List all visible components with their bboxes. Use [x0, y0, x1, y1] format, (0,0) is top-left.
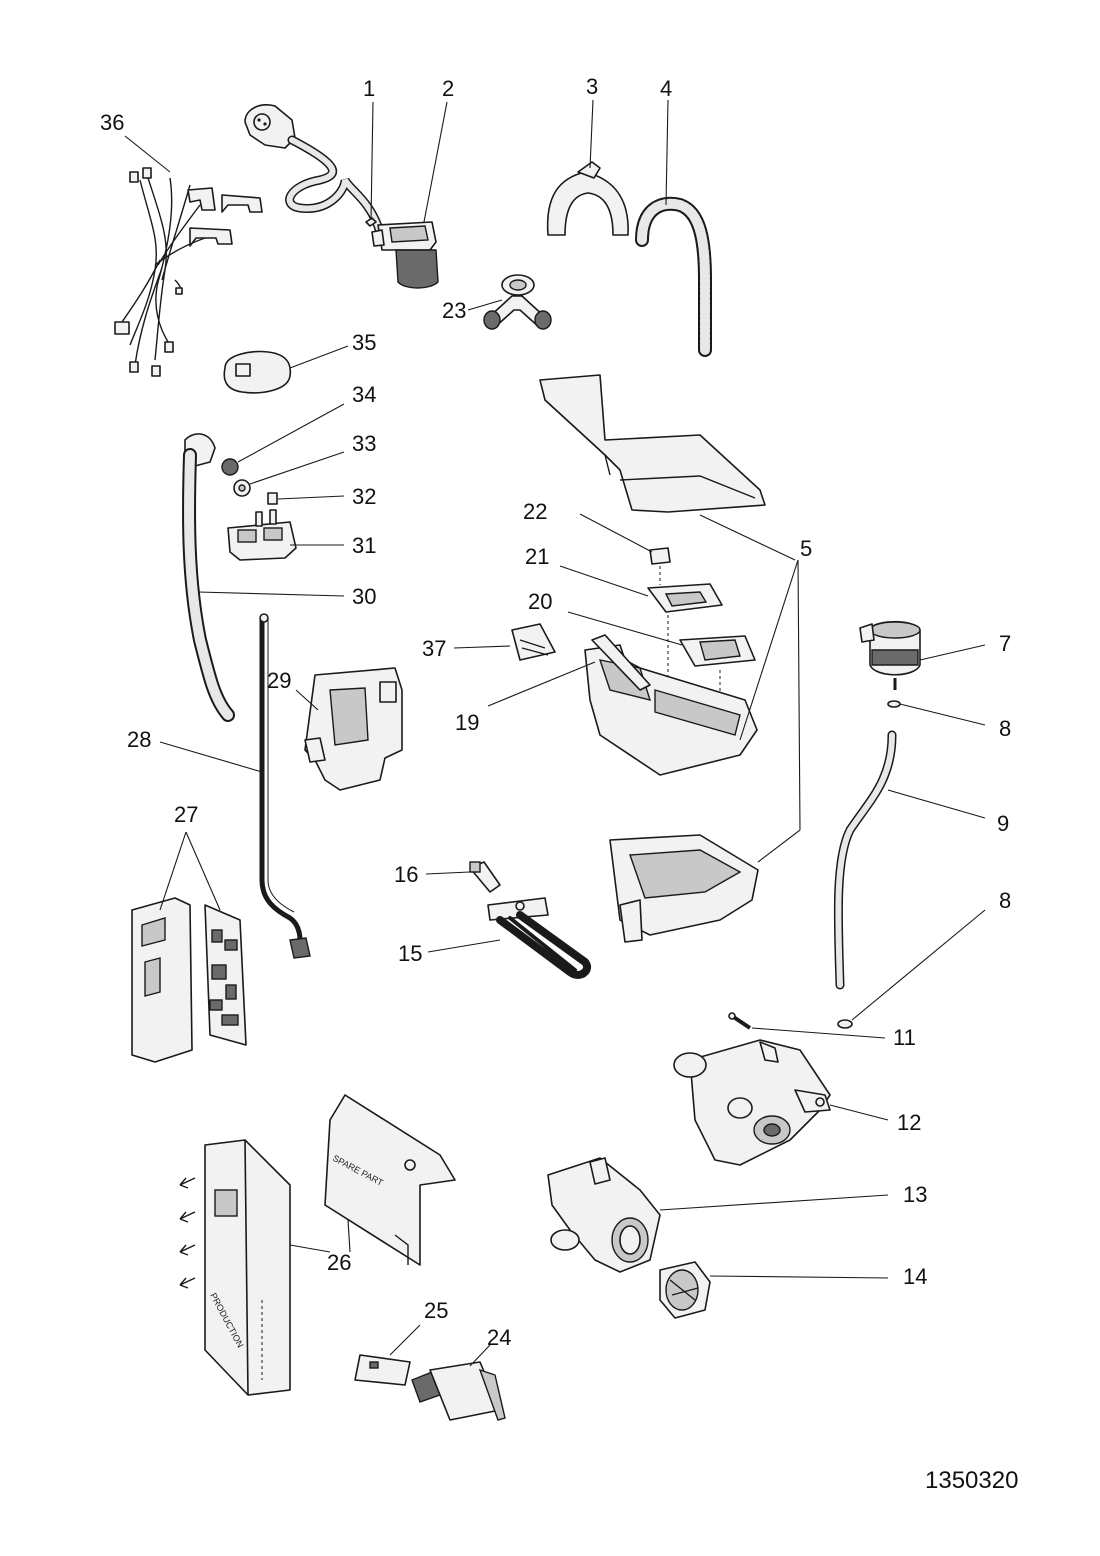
part-5-dispenser-housing — [609, 559, 801, 943]
callout-26: 26 — [327, 1250, 351, 1275]
callout-37: 37 — [422, 636, 446, 661]
part-8-clamp-lower — [837, 909, 986, 1029]
callout-13: 13 — [903, 1182, 927, 1207]
part-33-washer — [233, 451, 345, 497]
part-9-pressure-tube — [833, 730, 986, 990]
arrow-icon-group — [179, 1177, 196, 1289]
part-11-screw — [728, 1012, 886, 1039]
part-28-temperature-probe — [159, 613, 311, 959]
part-7-pressure-switch — [859, 620, 986, 690]
part-3-hose-bracket — [546, 99, 629, 236]
callout-29: 29 — [267, 668, 291, 693]
callout-2: 2 — [442, 76, 454, 101]
callout-32: 32 — [352, 484, 376, 509]
callout-30: 30 — [352, 584, 376, 609]
part-29-door-lock — [295, 667, 403, 791]
part-30-pressure-hose — [182, 433, 345, 722]
part-25-tag — [354, 1324, 421, 1386]
callout-labels: 1 2 3 4 5 7 8 9 8 11 12 13 14 15 16 19 2… — [100, 74, 1011, 1350]
callout-24: 24 — [487, 1325, 511, 1350]
callout-4: 4 — [660, 76, 672, 101]
callout-7: 7 — [999, 631, 1011, 656]
callout-8-upper: 8 — [999, 716, 1011, 741]
part-34-filter-mesh — [221, 403, 345, 476]
part-31-thermal-switch — [227, 509, 344, 561]
part-36-wiring-harness — [114, 167, 263, 377]
part-5-dispenser-top-cover — [539, 374, 796, 561]
callout-12: 12 — [897, 1110, 921, 1135]
drawing-code: 1350320 — [925, 1467, 1018, 1494]
callout-15: 15 — [398, 941, 422, 966]
callout-20: 20 — [528, 589, 552, 614]
part-13-drain-pump — [547, 1157, 889, 1273]
part-24-accessory-bag — [411, 1344, 506, 1421]
callout-21: 21 — [525, 544, 549, 569]
callout-36: 36 — [100, 110, 124, 135]
callout-27: 27 — [174, 802, 198, 827]
part-32-plug — [267, 492, 345, 505]
callout-9: 9 — [997, 811, 1009, 836]
part-8-clamp-upper — [887, 700, 986, 726]
part-16-ntc-sensor — [425, 861, 501, 893]
callout-3: 3 — [586, 74, 598, 99]
callout-14: 14 — [903, 1264, 927, 1289]
callout-25: 25 — [424, 1298, 448, 1323]
part-21-softener-tray — [559, 565, 723, 680]
part-37-drawer-handle-insert — [453, 623, 556, 661]
callout-1: 1 — [363, 76, 375, 101]
callout-28: 28 — [127, 727, 151, 752]
callout-35: 35 — [352, 330, 376, 355]
part-27-electronic-module — [131, 831, 247, 1063]
callout-8-lower: 8 — [999, 888, 1011, 913]
callout-19: 19 — [455, 710, 479, 735]
callout-5: 5 — [800, 536, 812, 561]
part-2-power-cable-filter — [244, 101, 448, 289]
callout-23: 23 — [442, 298, 466, 323]
part-19-detergent-drawer — [487, 559, 799, 776]
callout-31: 31 — [352, 533, 376, 558]
callout-22: 22 — [523, 499, 547, 524]
callout-16: 16 — [394, 862, 418, 887]
part-35-door-gasket-ring — [223, 345, 349, 394]
part-22-siphon-cap — [579, 513, 671, 585]
part-14-pump-filter — [659, 1261, 889, 1319]
part-12-pump-body — [673, 1039, 889, 1166]
part-23-y-connector — [467, 274, 552, 330]
callout-33: 33 — [352, 431, 376, 456]
part-4-drain-hose — [635, 99, 712, 357]
part-15-heating-element — [427, 897, 592, 979]
callout-11: 11 — [893, 1025, 916, 1050]
callout-34: 34 — [352, 382, 376, 407]
part-26-documentation: PRODUCTION SPARE PART — [179, 1094, 456, 1396]
